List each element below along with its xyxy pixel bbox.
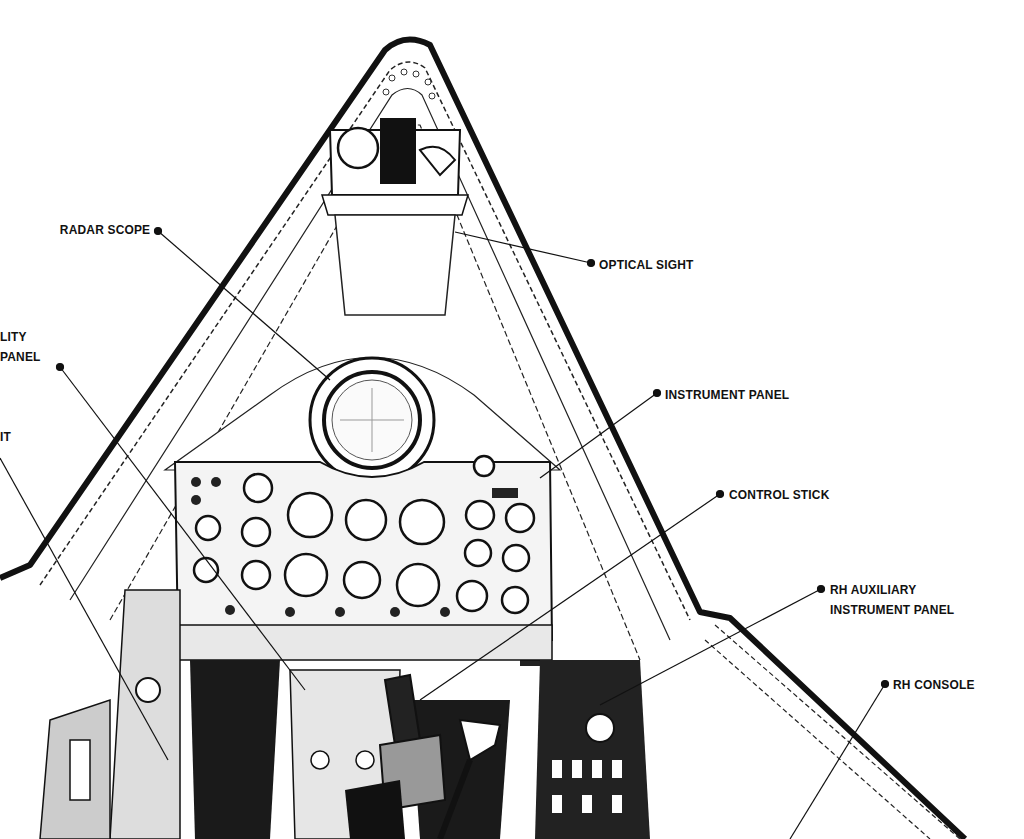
canopy-frame — [70, 89, 670, 641]
part-label: RADAR SCOPE — [60, 220, 150, 240]
fuselage-line — [705, 625, 960, 839]
optical-sight — [322, 118, 468, 315]
part-label: LITY PANEL — [0, 327, 48, 367]
part-label: CONTROL STICK — [729, 485, 830, 505]
instrument-panel — [175, 456, 552, 666]
canopy-frame — [110, 125, 640, 660]
rivets — [383, 69, 435, 99]
part-label: INSTRUMENT PANEL — [665, 385, 789, 405]
part-label: IT — [0, 427, 11, 447]
glare-shield — [165, 358, 560, 471]
part-label: RH AUXILIARY INSTRUMENT PANEL — [830, 580, 968, 620]
radar-scope — [310, 358, 434, 482]
control-stick — [345, 675, 500, 839]
leader-lines — [0, 228, 889, 839]
part-label: RH CONSOLE — [893, 675, 975, 695]
cockpit-floor — [40, 590, 650, 839]
part-label: OPTICAL SIGHT — [599, 255, 694, 275]
nose-outline — [0, 40, 965, 839]
canopy-frame — [40, 62, 690, 620]
